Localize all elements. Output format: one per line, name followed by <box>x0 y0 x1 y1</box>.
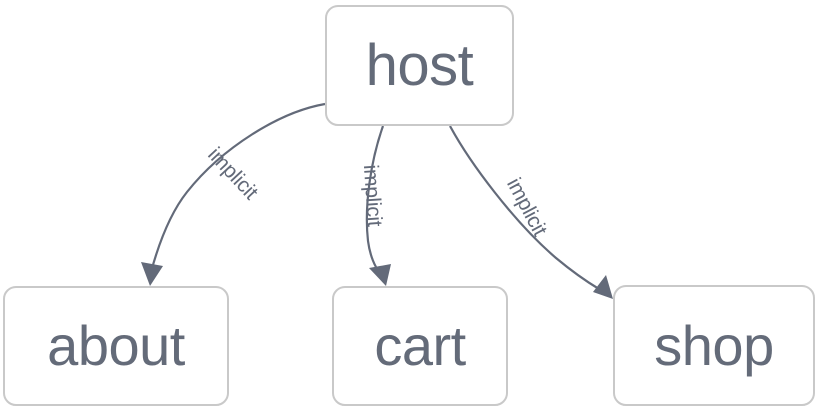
node-host[interactable]: host <box>325 5 514 126</box>
edge-host-about[interactable]: implicit <box>141 102 326 286</box>
edge-host-cart-label: implicit <box>359 164 386 228</box>
node-cart[interactable]: cart <box>332 286 508 406</box>
edge-host-shop-label: implicit <box>502 174 552 240</box>
node-about-label: about <box>47 314 185 377</box>
node-about[interactable]: about <box>3 286 229 406</box>
edge-host-about-arrowhead <box>141 262 163 286</box>
edge-host-shop-path <box>449 125 600 290</box>
node-cart-label: cart <box>374 314 466 377</box>
node-host-label: host <box>365 32 474 98</box>
edge-host-about-label: implicit <box>203 143 262 204</box>
node-shop-label: shop <box>654 313 774 377</box>
edge-host-cart[interactable]: implicit <box>359 125 391 286</box>
node-shop[interactable]: shop <box>613 285 815 406</box>
edge-host-about-path <box>149 102 326 273</box>
edge-host-shop[interactable]: implicit <box>449 125 613 299</box>
edge-host-cart-arrowhead <box>369 264 391 286</box>
edge-host-shop-arrowhead <box>593 275 613 299</box>
edge-host-cart-path <box>365 125 385 274</box>
